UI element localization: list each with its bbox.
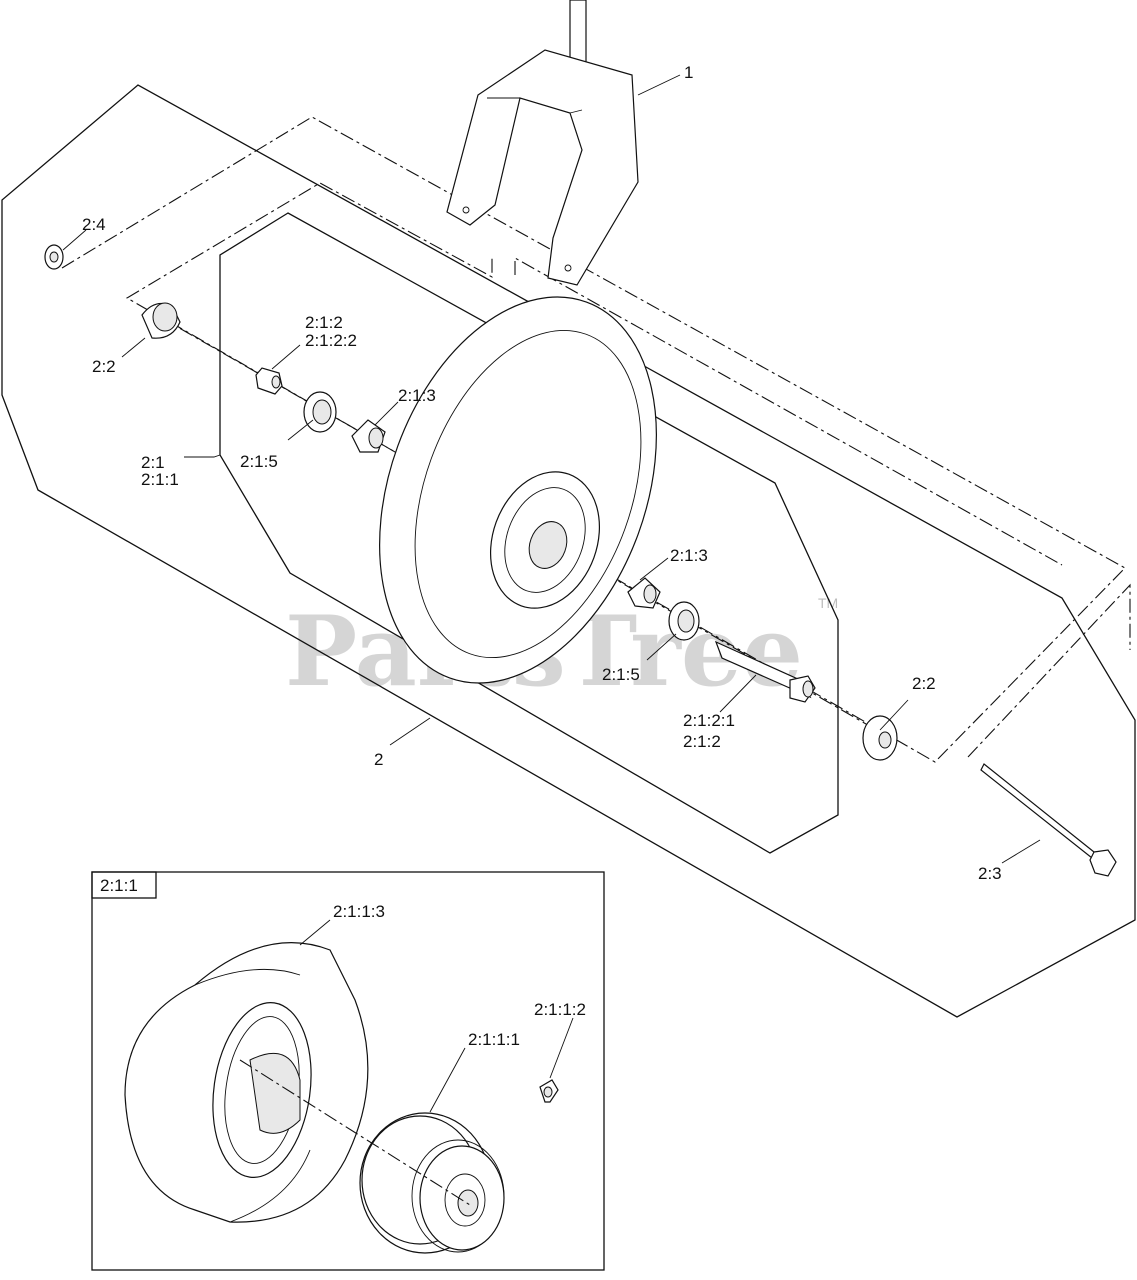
spacer-right [862, 715, 898, 761]
callout-tube-a: 2:1:2:1 [683, 711, 735, 730]
hex-nut [44, 244, 64, 270]
callout-fork: 1 [684, 63, 693, 82]
bushing-small [255, 367, 283, 395]
bearing-right [627, 577, 661, 609]
bolt [980, 763, 1117, 877]
callout-tube-b: 2:1:2 [683, 732, 721, 751]
inset-valve-stem [539, 1079, 559, 1103]
leader-lines [62, 74, 1041, 864]
seal-right [668, 601, 700, 641]
inset-callout-tire: 2:1:1:3 [333, 902, 385, 921]
bearing-left [351, 419, 386, 453]
callout-bearing-left: 2:1:3 [398, 386, 436, 405]
callout-nut: 2:4 [82, 215, 106, 234]
callout-wheel-assembly: 2 [374, 750, 383, 769]
callout-spacer-right: 2:2 [912, 674, 936, 693]
callout-seal-right: 2:1:5 [602, 665, 640, 684]
callout-wheel-sub: 2:1:1 [141, 470, 179, 489]
callout-wheel: 2:1 [141, 453, 165, 472]
inset-title: 2:1:1 [100, 876, 138, 895]
caster-fork [446, 0, 639, 286]
wheel-tire [379, 296, 657, 684]
inset-callout-valve: 2:1:1:2 [534, 1000, 586, 1019]
inset-panel: 2:1:1 2:1:1:3 [91, 871, 605, 1271]
spacer-left [141, 302, 181, 339]
seal-left [303, 391, 337, 433]
callout-bushing-top-a: 2:1:2 [305, 313, 343, 332]
callout-bushing-top-b: 2:1:2:2 [305, 331, 357, 350]
bolt-boundary [967, 583, 1131, 758]
callout-spacer-left: 2:2 [92, 357, 116, 376]
inset-callout-rim: 2:1:1:1 [468, 1030, 520, 1049]
callout-seal-left: 2:1:5 [240, 452, 278, 471]
assembly-boundary-wheel [219, 212, 839, 854]
inset-rim [359, 1112, 505, 1254]
watermark-trademark: TM [818, 595, 838, 611]
callout-bolt: 2:3 [978, 864, 1002, 883]
callout-bearing-right: 2:1:3 [670, 546, 708, 565]
axle-tube [714, 640, 816, 703]
assembly-boundary-outer [1, 84, 1136, 1018]
inset-tire [124, 942, 369, 1223]
